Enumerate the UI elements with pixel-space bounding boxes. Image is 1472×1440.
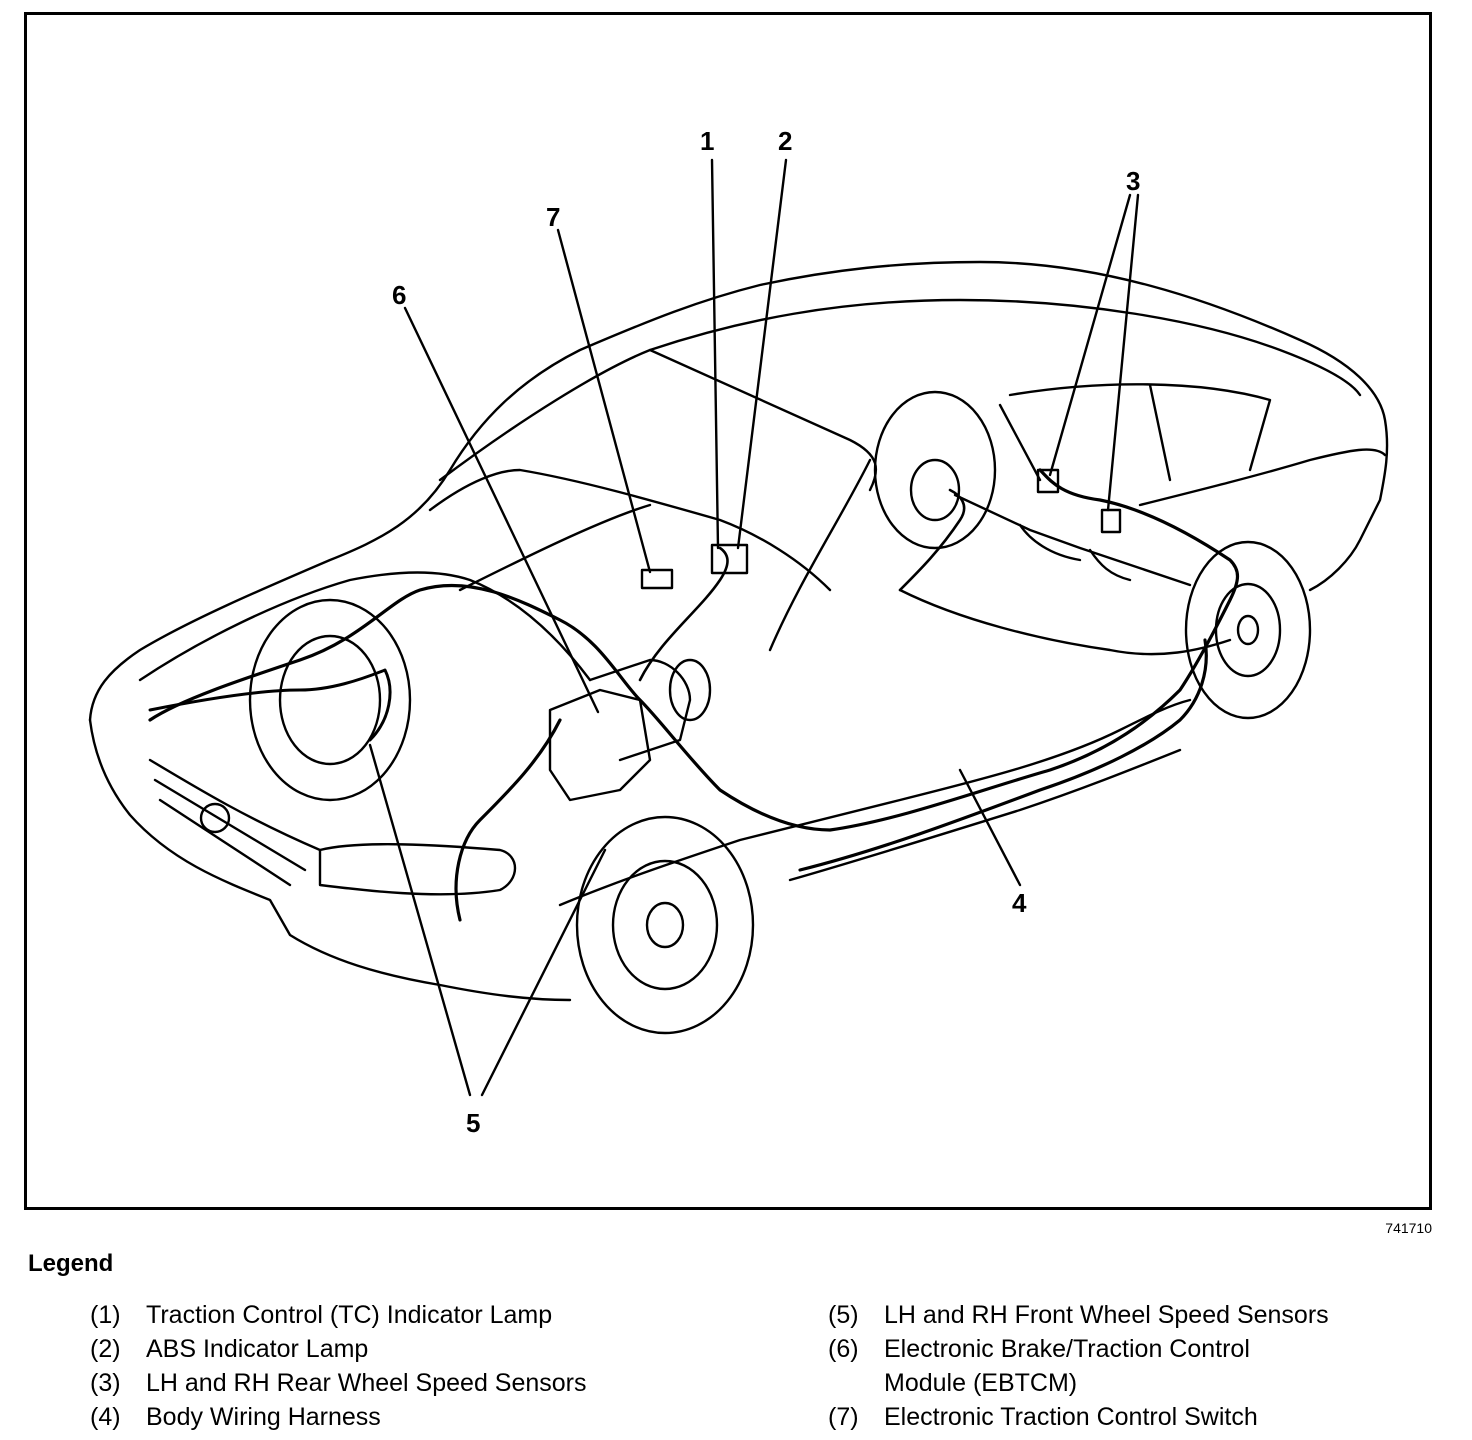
legend-number: (6) bbox=[828, 1335, 859, 1363]
leader-7 bbox=[556, 228, 652, 574]
callout-5: 5 bbox=[466, 1108, 481, 1138]
rear-sensor-right bbox=[1100, 508, 1122, 534]
legend-number: (4) bbox=[90, 1403, 121, 1431]
leader-3b bbox=[1106, 193, 1140, 512]
headlight bbox=[318, 843, 517, 896]
c-pillar bbox=[998, 383, 1172, 482]
car-side-lower bbox=[788, 748, 1182, 882]
callout-6: 6 bbox=[392, 280, 407, 310]
harness-rear-branch bbox=[898, 488, 966, 592]
legend-item: (6) Electronic Brake/Traction Control Mo… bbox=[828, 1332, 1329, 1400]
legend-item: (5) LH and RH Front Wheel Speed Sensors bbox=[828, 1298, 1329, 1332]
legend-text: ABS Indicator Lamp bbox=[146, 1335, 369, 1363]
rear-sensor-left bbox=[1036, 468, 1060, 494]
legend-item: (1) Traction Control (TC) Indicator Lamp bbox=[90, 1298, 587, 1332]
rear-hub-right bbox=[1236, 614, 1260, 646]
brake-master bbox=[588, 658, 692, 762]
booster bbox=[668, 658, 712, 722]
figure-id: 741710 bbox=[1385, 1220, 1432, 1236]
callout-4: 4 bbox=[1012, 888, 1027, 918]
leader-6 bbox=[403, 306, 600, 714]
legend-text: LH and RH Rear Wheel Speed Sensors bbox=[146, 1369, 587, 1397]
roof-line bbox=[438, 348, 878, 492]
legend-item: (7) Electronic Traction Control Switch bbox=[828, 1400, 1329, 1434]
car-wiring-diagram bbox=[88, 158, 1389, 1097]
rear-axle-boot bbox=[1018, 523, 1132, 582]
rear-deck bbox=[1138, 448, 1387, 507]
callout-2: 2 bbox=[778, 126, 793, 156]
car-lower-body bbox=[88, 718, 572, 1002]
harness-ebtcm-branch bbox=[454, 718, 562, 922]
leader-5b bbox=[480, 848, 607, 1097]
legend-text: LH and RH Front Wheel Speed Sensors bbox=[884, 1301, 1329, 1329]
legend-item: (2) ABS Indicator Lamp bbox=[90, 1332, 587, 1366]
front-hood-outline bbox=[138, 571, 592, 682]
legend-text: Traction Control (TC) Indicator Lamp bbox=[146, 1301, 553, 1329]
leader-3a bbox=[1048, 193, 1132, 477]
front-sensor-harness bbox=[148, 668, 392, 742]
rear-hub-left bbox=[909, 458, 961, 522]
grille bbox=[148, 758, 322, 887]
legend-text: Electronic Traction Control Switch bbox=[884, 1403, 1258, 1431]
rear-wheel-right-rim bbox=[1214, 582, 1282, 678]
front-wheel-right-rim bbox=[611, 859, 719, 991]
legend-item: (4) Body Wiring Harness bbox=[90, 1400, 587, 1434]
legend-text: Body Wiring Harness bbox=[146, 1403, 381, 1431]
tc-switch bbox=[640, 568, 674, 590]
legend-title: Legend bbox=[28, 1250, 114, 1277]
rear-window bbox=[1008, 383, 1272, 472]
legend-right-column: (5) LH and RH Front Wheel Speed Sensors … bbox=[828, 1298, 1329, 1434]
legend-number: (3) bbox=[90, 1369, 121, 1397]
legend-left-column: (1) Traction Control (TC) Indicator Lamp… bbox=[90, 1298, 587, 1434]
leader-5a bbox=[368, 743, 472, 1097]
legend-number: (2) bbox=[90, 1335, 121, 1363]
leader-4 bbox=[958, 768, 1022, 887]
indicator-lamps bbox=[710, 543, 749, 575]
leader-2 bbox=[736, 158, 788, 550]
hood-line bbox=[458, 503, 652, 592]
front-wheel-right bbox=[575, 815, 755, 1035]
legend-item: (3) LH and RH Rear Wheel Speed Sensors bbox=[90, 1366, 587, 1400]
callout-7: 7 bbox=[546, 202, 561, 232]
legend-number: (1) bbox=[90, 1301, 121, 1329]
harness-rocker bbox=[798, 638, 1208, 872]
front-wheel-left bbox=[248, 598, 412, 802]
legend-number: (7) bbox=[828, 1403, 859, 1431]
front-hub-right bbox=[645, 901, 685, 949]
callout-1: 1 bbox=[700, 126, 715, 156]
car-rocker bbox=[558, 698, 1192, 907]
rear-wheel-left bbox=[873, 390, 997, 550]
b-pillar bbox=[768, 458, 872, 652]
legend-text: Electronic Brake/Traction Control Module… bbox=[884, 1335, 1250, 1397]
rear-wheel-right bbox=[1184, 540, 1312, 720]
windshield bbox=[428, 468, 832, 592]
ebtcm-module bbox=[548, 688, 652, 802]
front-emblem bbox=[199, 802, 231, 834]
car-body-outline bbox=[88, 260, 1389, 722]
harness-main bbox=[148, 468, 1240, 832]
rear-floor bbox=[898, 588, 1232, 656]
front-rotor-left bbox=[278, 634, 382, 766]
leader-1 bbox=[710, 158, 720, 550]
roof-rear bbox=[648, 298, 1362, 397]
rear-axle bbox=[953, 493, 1192, 587]
harness-dash-branch bbox=[638, 546, 729, 682]
callout-3: 3 bbox=[1126, 166, 1141, 196]
diagram-frame bbox=[24, 12, 1432, 1210]
legend-number: (5) bbox=[828, 1301, 859, 1329]
